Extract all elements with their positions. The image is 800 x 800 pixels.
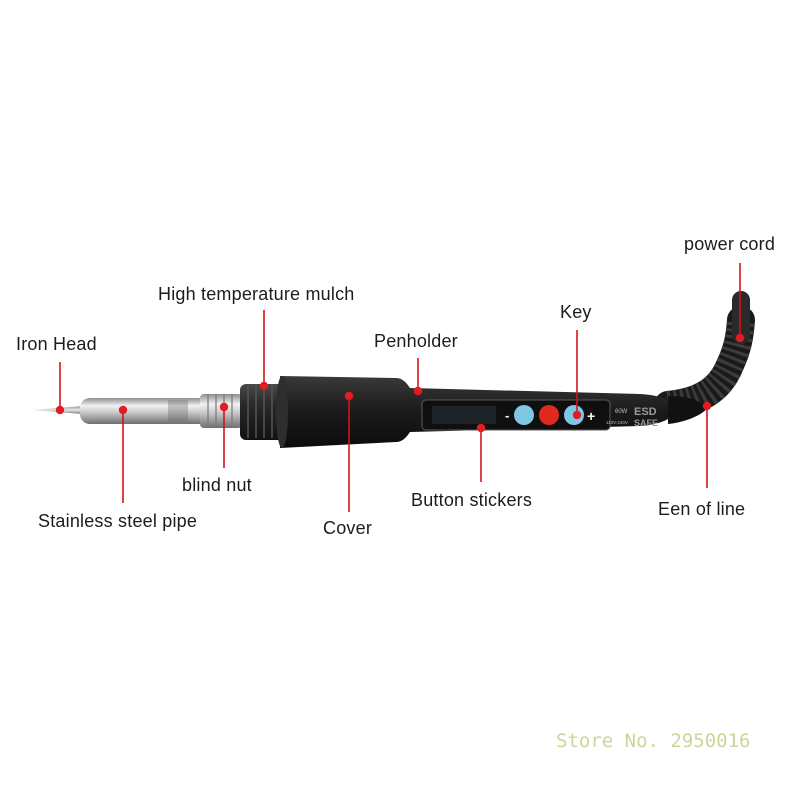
label-penholder: Penholder (374, 331, 458, 351)
high-temperature-mulch-ring (240, 384, 284, 440)
label-power-cord: power cord (684, 234, 776, 254)
label-stainless-steel-pipe: Stainless steel pipe (38, 511, 198, 531)
esd-line1: ESD (634, 406, 657, 418)
store-watermark: Store No. 2950016 (556, 730, 751, 752)
minus-button-icon[interactable] (514, 405, 534, 425)
plus-glyph: + (587, 408, 595, 424)
label-iron-head: Iron Head (16, 334, 97, 354)
power-button-icon[interactable] (539, 405, 559, 425)
leader-lines (59, 263, 741, 512)
label-cover: Cover (323, 518, 373, 538)
minus-glyph: - (505, 408, 509, 423)
strain-relief (668, 396, 708, 424)
power-cord (654, 291, 755, 419)
label-key: Key (560, 302, 592, 322)
voltage-rating: 110V-240V (606, 420, 628, 425)
leader-dots (55, 333, 745, 433)
label-een-of-line: Een of line (658, 499, 746, 519)
stainless-steel-pipe (80, 394, 242, 428)
label-high-temperature-mulch: High temperature mulch (158, 284, 355, 304)
power-rating: 60W (615, 409, 628, 415)
label-button-stickers: Button stickers (411, 490, 533, 510)
label-blind-nut: blind nut (182, 475, 252, 495)
esd-line2: SAFE (634, 418, 658, 428)
